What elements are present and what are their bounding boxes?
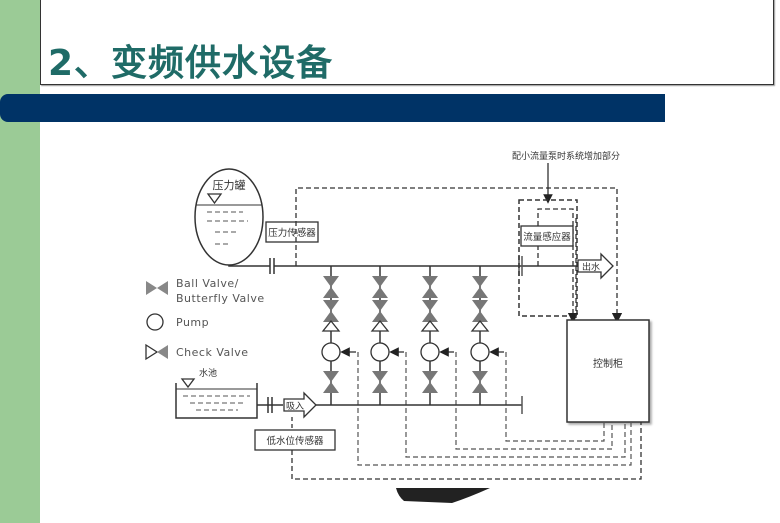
pump-icon — [321, 342, 341, 362]
low-level-sensor-box — [254, 429, 336, 451]
pump-icon — [146, 313, 164, 331]
header-band — [0, 94, 665, 122]
ball-valve-icon — [472, 276, 488, 298]
outlet-label: 出水 — [582, 261, 600, 273]
pressure-sensor-label: 压力传感器 — [268, 227, 316, 239]
ball-valve-icon — [323, 300, 339, 322]
legend-ball-valve-line1: Ball Valve/ — [176, 277, 239, 290]
flow-sensor-box — [520, 225, 574, 247]
pump-icon — [370, 342, 390, 362]
low-level-sensor-label: 低水位传感器 — [266, 435, 324, 447]
check-valve-icon — [420, 319, 440, 332]
outlet-arrow — [577, 252, 614, 280]
ball-valve-icon — [372, 371, 388, 393]
ball-valve-icon — [472, 371, 488, 393]
control-signal-line — [357, 352, 632, 466]
ball-valve-icon — [372, 276, 388, 298]
ball-valve-icon — [472, 300, 488, 322]
pump-array — [321, 266, 632, 466]
inlet-arrow — [283, 391, 317, 419]
check-valve-icon — [145, 343, 159, 361]
water-level-icon — [180, 378, 196, 389]
ball-valve-icon — [323, 371, 339, 393]
legend-ball-valve-line2: Butterfly Valve — [176, 292, 265, 305]
ball-valve-icon — [422, 371, 438, 393]
pump-icon — [420, 342, 440, 362]
flange-icon — [267, 397, 273, 413]
title-box — [40, 0, 774, 85]
check-valve-icon — [470, 319, 490, 332]
pressure-sensor-box — [265, 221, 319, 243]
control-cabinet-label: 控制柜 — [593, 357, 623, 370]
ball-valve-icon — [422, 276, 438, 298]
slide-title: 2、变频供水设备 — [48, 43, 334, 84]
legend-pump: Pump — [176, 316, 209, 329]
water-pool: 水池 — [175, 367, 258, 419]
ball-valve-icon — [323, 276, 339, 298]
pressure-tank-label: 压力罐 — [213, 179, 246, 192]
water-level-icon — [206, 193, 223, 205]
control-signal-line — [455, 352, 613, 450]
water-pool-label: 水池 — [199, 367, 217, 379]
control-signal-line — [505, 352, 605, 442]
inlet-label: 吸入 — [286, 401, 304, 412]
ball-valve-icon — [146, 281, 168, 295]
annotation-label: 配小流量泵时系统增加部分 — [512, 150, 620, 162]
sidebar-decoration — [0, 0, 40, 523]
small-flow-addon-area — [518, 199, 578, 317]
flow-sensor-label: 流量感应器 — [523, 231, 571, 243]
control-cabinet — [566, 319, 650, 423]
ball-valve-icon — [372, 300, 388, 322]
decorative-shape — [396, 488, 490, 503]
legend: Ball Valve/ Butterfly Valve Pump Check V… — [145, 277, 265, 361]
pressure-tank: 压力罐 — [194, 168, 264, 266]
check-valve-icon — [370, 319, 390, 332]
legend-check-valve: Check Valve — [176, 346, 249, 359]
check-valve-icon — [321, 319, 341, 332]
ball-valve-icon — [422, 300, 438, 322]
pump-icon — [470, 342, 490, 362]
flange-icon — [269, 258, 275, 274]
